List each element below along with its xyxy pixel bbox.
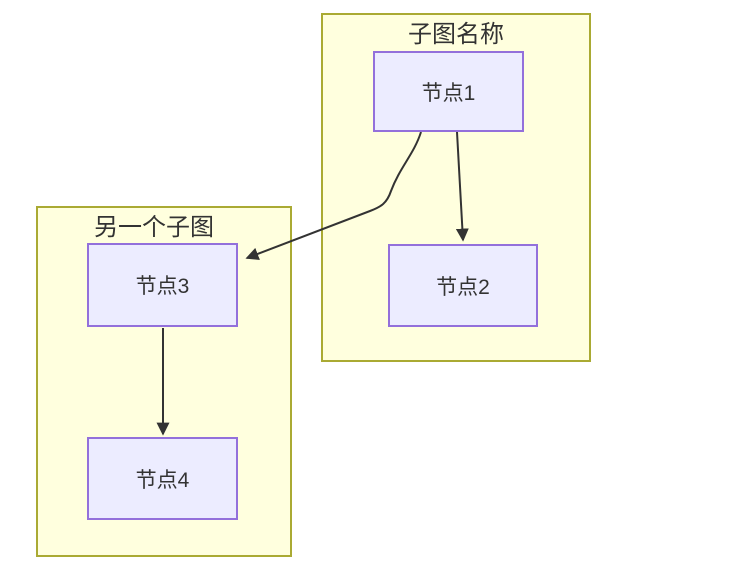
node-node3: 节点3 (87, 243, 238, 327)
subgraph-1-title: 子图名称 (408, 21, 504, 48)
node-node2: 节点2 (388, 244, 538, 327)
node-node4-label: 节点4 (135, 468, 190, 492)
node-node1-label: 节点1 (421, 81, 476, 105)
node-node2-label: 节点2 (436, 275, 490, 299)
subgraph-2-title: 另一个子图 (94, 214, 214, 241)
node-node4: 节点4 (87, 437, 238, 520)
node-node1: 节点1 (373, 51, 524, 132)
node-node3-label: 节点3 (135, 275, 190, 298)
